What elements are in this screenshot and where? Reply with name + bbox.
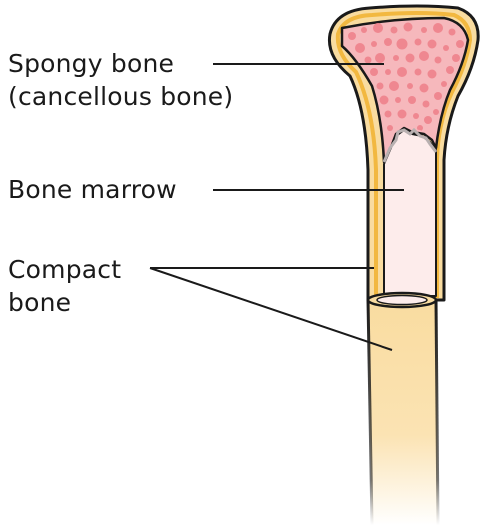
bone-shaft [368, 300, 438, 525]
label-bone-marrow: Bone marrow [8, 173, 177, 206]
pointer-compact-bone-lower [150, 268, 392, 350]
label-compact-bone: Compact bone [8, 253, 121, 319]
label-spongy-bone: Spongy bone (cancellous bone) [8, 47, 233, 113]
label-spongy-bone-line1: Spongy bone [8, 49, 174, 78]
label-compact-bone-line1: Compact [8, 255, 121, 284]
bone-marrow-cavity [384, 130, 436, 296]
label-bone-marrow-text: Bone marrow [8, 175, 177, 204]
label-spongy-bone-line2: (cancellous bone) [8, 82, 233, 111]
shaft-right-outline [436, 300, 438, 525]
marrow-cut-ellipse [377, 296, 427, 305]
label-compact-bone-line2: bone [8, 288, 71, 317]
